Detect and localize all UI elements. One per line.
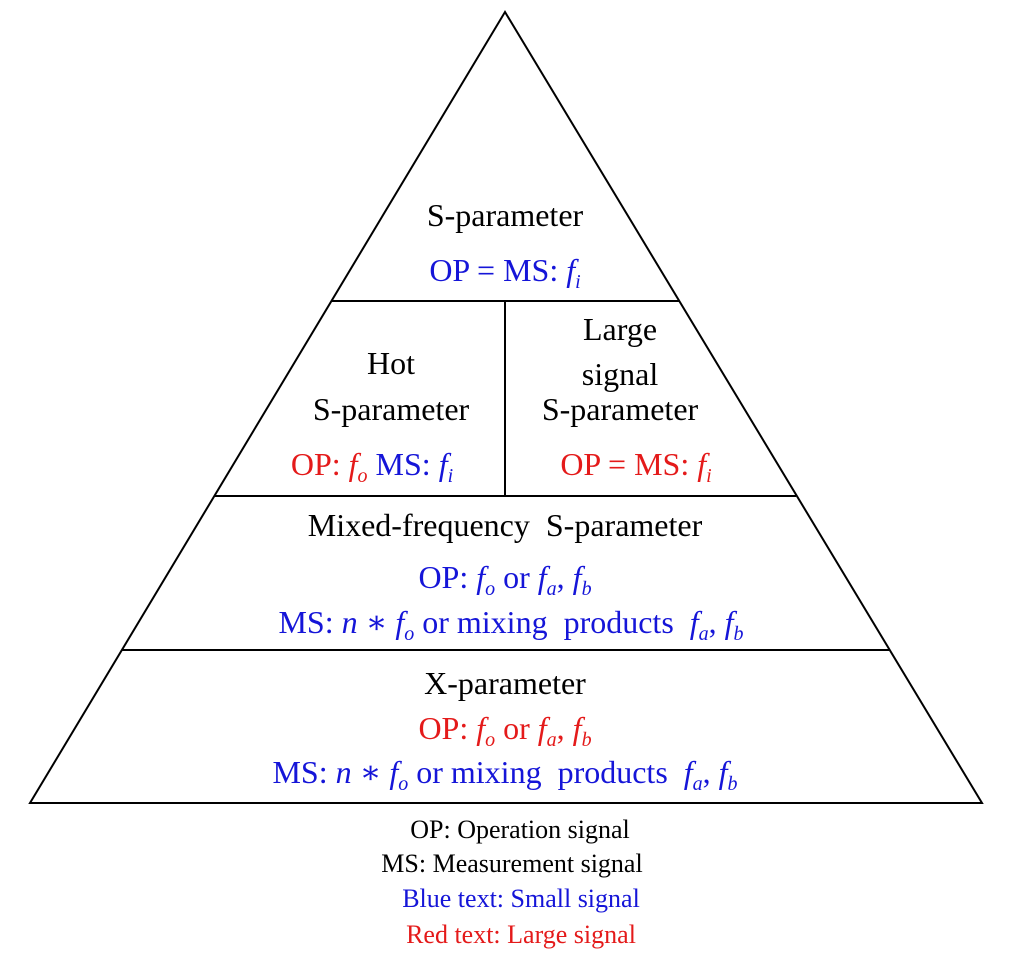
x-parameter-op: OP: fo or fa, fb [418, 710, 591, 751]
pyramid-outline [28, 10, 984, 804]
x-parameter-ms: MS: n ∗ fo or mixing products fa, fb [272, 754, 737, 795]
legend-op: OP: Operation signal [410, 815, 630, 844]
large-title-line3: S-parameter [542, 391, 699, 427]
legend-blue: Blue text: Small signal [402, 884, 640, 913]
tier-hot-s-parameter: Hot S-parameter OP: fo MS: fi [291, 345, 470, 487]
hot-title-line2: S-parameter [313, 391, 470, 427]
legend-red: Red text: Large signal [406, 920, 636, 949]
large-signal: OP = MS: fi [560, 446, 711, 487]
hot-title-line1: Hot [367, 345, 415, 381]
s-parameter-title: S-parameter [427, 197, 584, 233]
tier-large-signal-s-parameter: Large signal S-parameter OP = MS: fi [542, 311, 712, 487]
tier-mixed-frequency: Mixed-frequency S-parameter OP: fo or fa… [278, 507, 743, 645]
tier-s-parameter: S-parameter OP = MS: fi [427, 197, 584, 293]
large-title-line1: Large [583, 311, 657, 347]
x-parameter-title: X-parameter [424, 665, 586, 701]
tier-x-parameter: X-parameter OP: fo or fa, fb MS: n ∗ fo … [272, 665, 737, 795]
large-title-line2: signal [582, 356, 659, 392]
mixed-op: OP: fo or fa, fb [418, 559, 591, 600]
hot-signal: OP: fo MS: fi [291, 446, 453, 487]
mixed-title: Mixed-frequency S-parameter [308, 507, 703, 543]
legend-ms: MS: Measurement signal [381, 849, 642, 878]
s-parameter-signal: OP = MS: fi [429, 252, 580, 293]
mixed-ms: MS: n ∗ fo or mixing products fa, fb [278, 604, 743, 645]
legend: OP: Operation signal MS: Measurement sig… [381, 815, 642, 949]
